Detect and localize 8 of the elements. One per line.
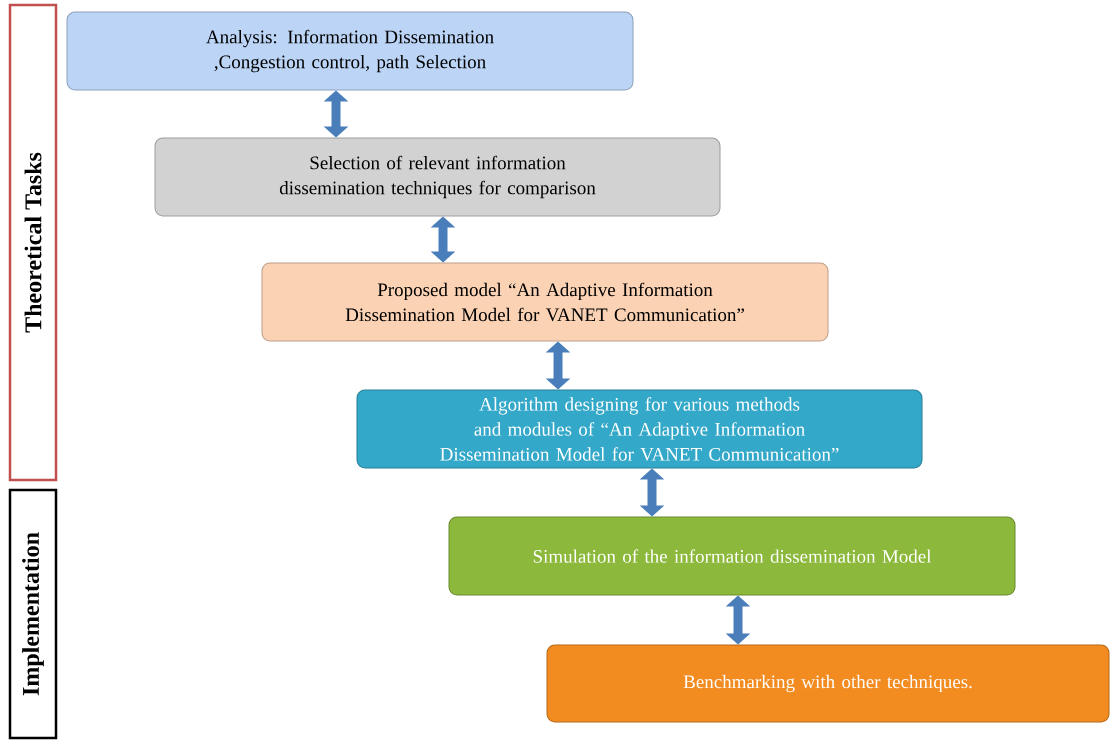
side-band: Theoretical Tasks [8, 3, 58, 482]
process-box: Algorithm designing for various methods and modules of “An Adaptive Information Dissemination Model for VANET Communication” [356, 389, 923, 469]
process-box: Analysis: Information Dissemination ,Congestion control, path Selection [66, 11, 634, 91]
process-box: Selection of relevant information dissemination techniques for comparison [154, 137, 721, 217]
process-box: Benchmarking with other techniques. [546, 644, 1110, 723]
process-box: Simulation of the information dissemination Model [448, 516, 1016, 596]
process-box: Proposed model “An Adaptive Information Dissemination Model for VANET Communication” [261, 262, 829, 342]
side-band: Implementation [8, 488, 58, 740]
